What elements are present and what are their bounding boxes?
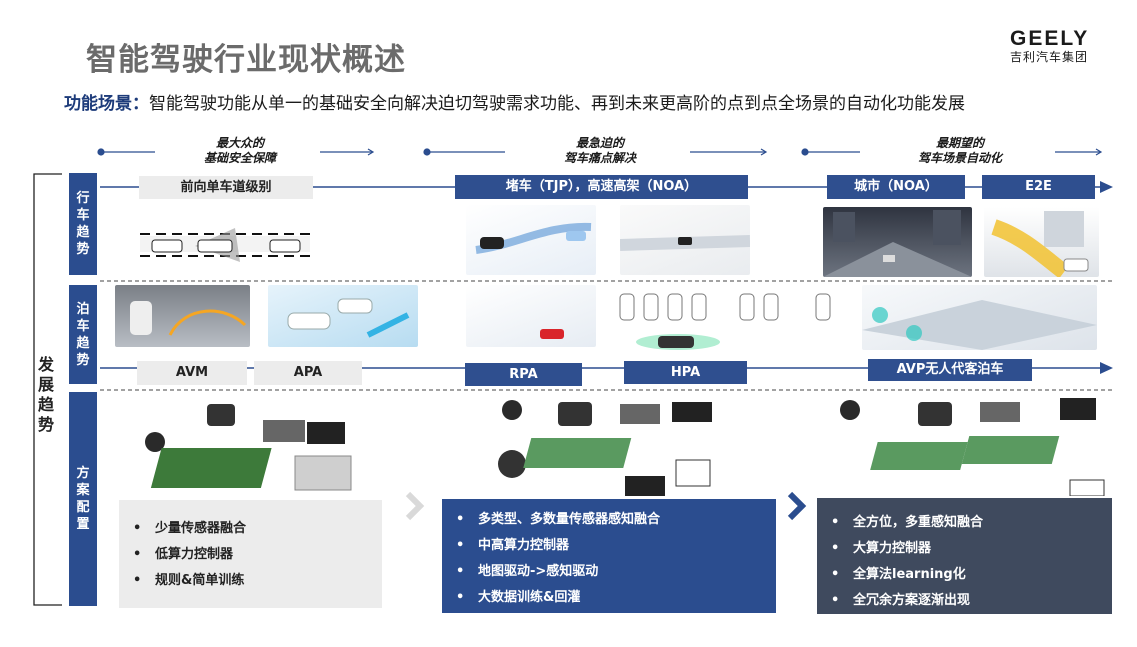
tag-rpa: RPA <box>465 363 582 386</box>
basic-hardware-illustration <box>145 404 352 491</box>
panel-advanced: 全方位，多重感知融合 大算力控制器 全算法learning化 全冗余方案逐渐出现 <box>817 498 1112 614</box>
noa-image <box>620 205 750 275</box>
subtitle: 功能场景：智能驾驶功能从单一的基础安全向解决迫切驾驶需求功能、再到未来更高阶的点… <box>64 89 965 114</box>
list-item: 大算力控制器 <box>817 536 1112 562</box>
tag-avp: AVP无人代客泊车 <box>868 359 1032 381</box>
advanced-hardware-illustration <box>840 398 1105 496</box>
tag-e2e: E2E <box>982 175 1095 199</box>
page-title: 智能驾驶行业现状概述 <box>86 42 406 78</box>
stage-line: 最期望的 <box>935 136 984 150</box>
list-item: 中高算力控制器 <box>442 533 776 559</box>
row-label-driving: 行车趋势 <box>69 173 97 275</box>
stage-line: 驾车痛点解决 <box>563 151 636 165</box>
geely-logo: GEELY 吉利汽车集团 <box>1010 28 1110 68</box>
list-item: 全冗余方案逐渐出现 <box>817 588 1112 614</box>
subtitle-label: 功能场景： <box>64 94 149 114</box>
list-item: 低算力控制器 <box>119 542 382 568</box>
tag-city-noa: 城市（NOA） <box>827 175 965 199</box>
row-label-solution: 方案配置 <box>69 392 97 606</box>
tag-tjp-noa: 堵车（TJP），高速高架（NOA） <box>455 175 748 199</box>
subtitle-text: 智能驾驶功能从单一的基础安全向解决迫切驾驶需求功能、再到未来更高阶的点到点全场景… <box>149 94 965 114</box>
list-item: 规则&简单训练 <box>119 568 382 594</box>
logo-text: GEELY <box>1010 27 1090 50</box>
stage-basic-safety: 最大众的 基础安全保障 <box>180 136 300 166</box>
logo-subtext: 吉利汽车集团 <box>1010 50 1089 64</box>
list-item: 全算法learning化 <box>817 562 1112 588</box>
avp-image <box>862 285 1097 350</box>
stage-line: 驾车场景自动化 <box>917 151 1002 165</box>
city-noa-image <box>823 207 972 277</box>
list-item: 多类型、多数量传感器感知融合 <box>442 507 776 533</box>
stage-line: 最大众的 <box>215 136 264 150</box>
list-item: 少量传感器融合 <box>119 516 382 542</box>
panel-basic: 少量传感器融合 低算力控制器 规则&简单训练 <box>119 500 382 608</box>
row-label-text: 行车趋势 <box>76 191 90 257</box>
stage-line: 基础安全保障 <box>203 151 276 165</box>
list-item: 全方位，多重感知融合 <box>817 510 1112 536</box>
row-label-text: 泊车趋势 <box>76 301 90 368</box>
tag-single-lane: 前向单车道级别 <box>139 176 313 199</box>
e2e-image <box>984 207 1099 277</box>
tjp-image <box>466 205 596 275</box>
panel-mid: 多类型、多数量传感器感知融合 中高算力控制器 地图驱动->感知驱动 大数据训练&… <box>442 499 776 613</box>
list-item: 地图驱动->感知驱动 <box>442 559 776 585</box>
tag-avm: AVM <box>137 361 247 385</box>
list-item: 大数据训练&回灌 <box>442 585 776 611</box>
apa-image <box>268 285 418 347</box>
tag-hpa: HPA <box>624 361 747 384</box>
stage-automation: 最期望的 驾车场景自动化 <box>895 136 1025 166</box>
stage-pain-points: 最急迫的 驾车痛点解决 <box>540 136 660 166</box>
single-lane-illustration <box>140 228 310 262</box>
row-label-text: 方案配置 <box>76 466 90 532</box>
mid-hardware-illustration <box>498 400 712 496</box>
hpa-image <box>618 290 838 352</box>
side-label: 发展趋势 <box>38 355 55 434</box>
rpa-image <box>466 285 596 347</box>
tag-apa: APA <box>254 361 362 385</box>
row-label-parking: 泊车趋势 <box>69 285 97 384</box>
avm-image <box>115 285 250 347</box>
stage-line: 最急迫的 <box>575 136 624 150</box>
